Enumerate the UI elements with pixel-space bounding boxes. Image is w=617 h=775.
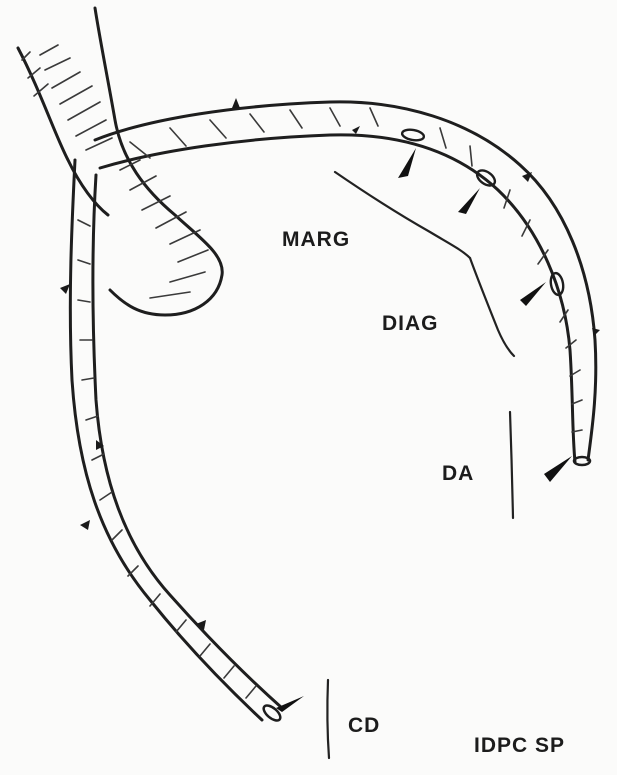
label-cd: CD [348, 714, 380, 737]
label-marg: MARG [282, 228, 350, 251]
label-idpc: IDPC SP [474, 734, 565, 757]
marginal-vessel [335, 172, 470, 258]
bypass-graft-cd [60, 160, 283, 723]
cd-vessel-segment [327, 680, 329, 758]
label-diag: DIAG [382, 312, 439, 335]
native-vessels [327, 172, 514, 758]
arrow-1 [398, 148, 416, 178]
arrow-3 [520, 282, 546, 306]
arrow-4 [544, 456, 572, 482]
arrow-2 [458, 188, 480, 214]
label-da: DA [442, 462, 474, 485]
diagonal-vessel [470, 258, 514, 356]
descending-artery-segment [510, 412, 513, 518]
arrow-5 [276, 696, 304, 712]
